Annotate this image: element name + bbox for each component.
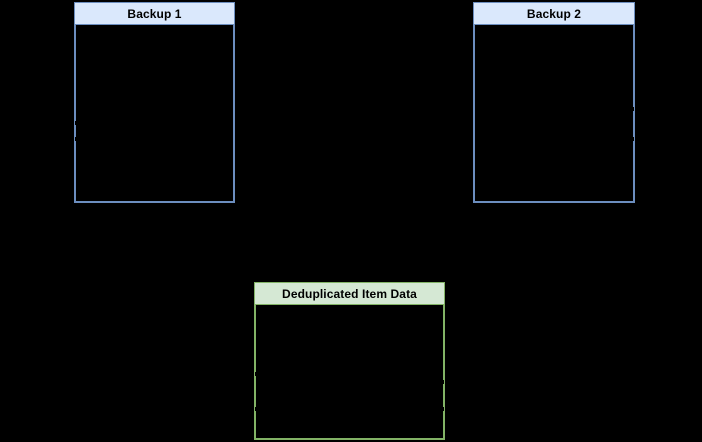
node-deduplicated-item-data-header: Deduplicated Item Data	[254, 282, 445, 305]
node-backup-2-row-2	[475, 107, 633, 137]
dedup-notch-right-1	[441, 380, 444, 384]
node-backup-2-row-3	[475, 137, 633, 203]
node-backup-1-label: Backup 1	[127, 6, 182, 21]
dedup-notch-right-2	[441, 407, 444, 411]
dedup-notch-left-1	[255, 372, 258, 376]
node-backup-2-label: Backup 2	[526, 6, 582, 21]
node-backup-2-notch-right-2	[631, 137, 634, 141]
node-backup-1-row-3	[76, 137, 233, 203]
dedup-notch-left-2	[255, 407, 258, 411]
node-backup-1-body	[74, 25, 235, 203]
node-backup-2-row-1	[475, 25, 633, 107]
node-backup-1-row-1	[76, 25, 233, 121]
node-backup-2[interactable]: Backup 2	[473, 2, 635, 203]
node-deduplicated-item-data[interactable]: Deduplicated Item Data	[254, 282, 445, 440]
node-backup-1-header: Backup 1	[74, 2, 235, 25]
node-backup-1-notch-left-2	[75, 137, 78, 141]
node-deduplicated-item-data-body	[254, 305, 445, 440]
node-backup-2-header: Backup 2	[473, 2, 635, 25]
node-backup-2-body	[473, 25, 635, 203]
node-backup-2-notch-right-1	[631, 107, 634, 111]
dedup-row-1	[256, 305, 443, 372]
node-backup-1-row-2	[76, 121, 233, 137]
node-backup-1[interactable]: Backup 1	[74, 2, 235, 203]
dedup-row-2	[256, 372, 443, 407]
node-backup-1-notch-left-1	[75, 121, 78, 125]
node-deduplicated-item-data-label: Deduplicated Item Data	[282, 286, 417, 301]
dedup-row-3	[256, 407, 443, 440]
